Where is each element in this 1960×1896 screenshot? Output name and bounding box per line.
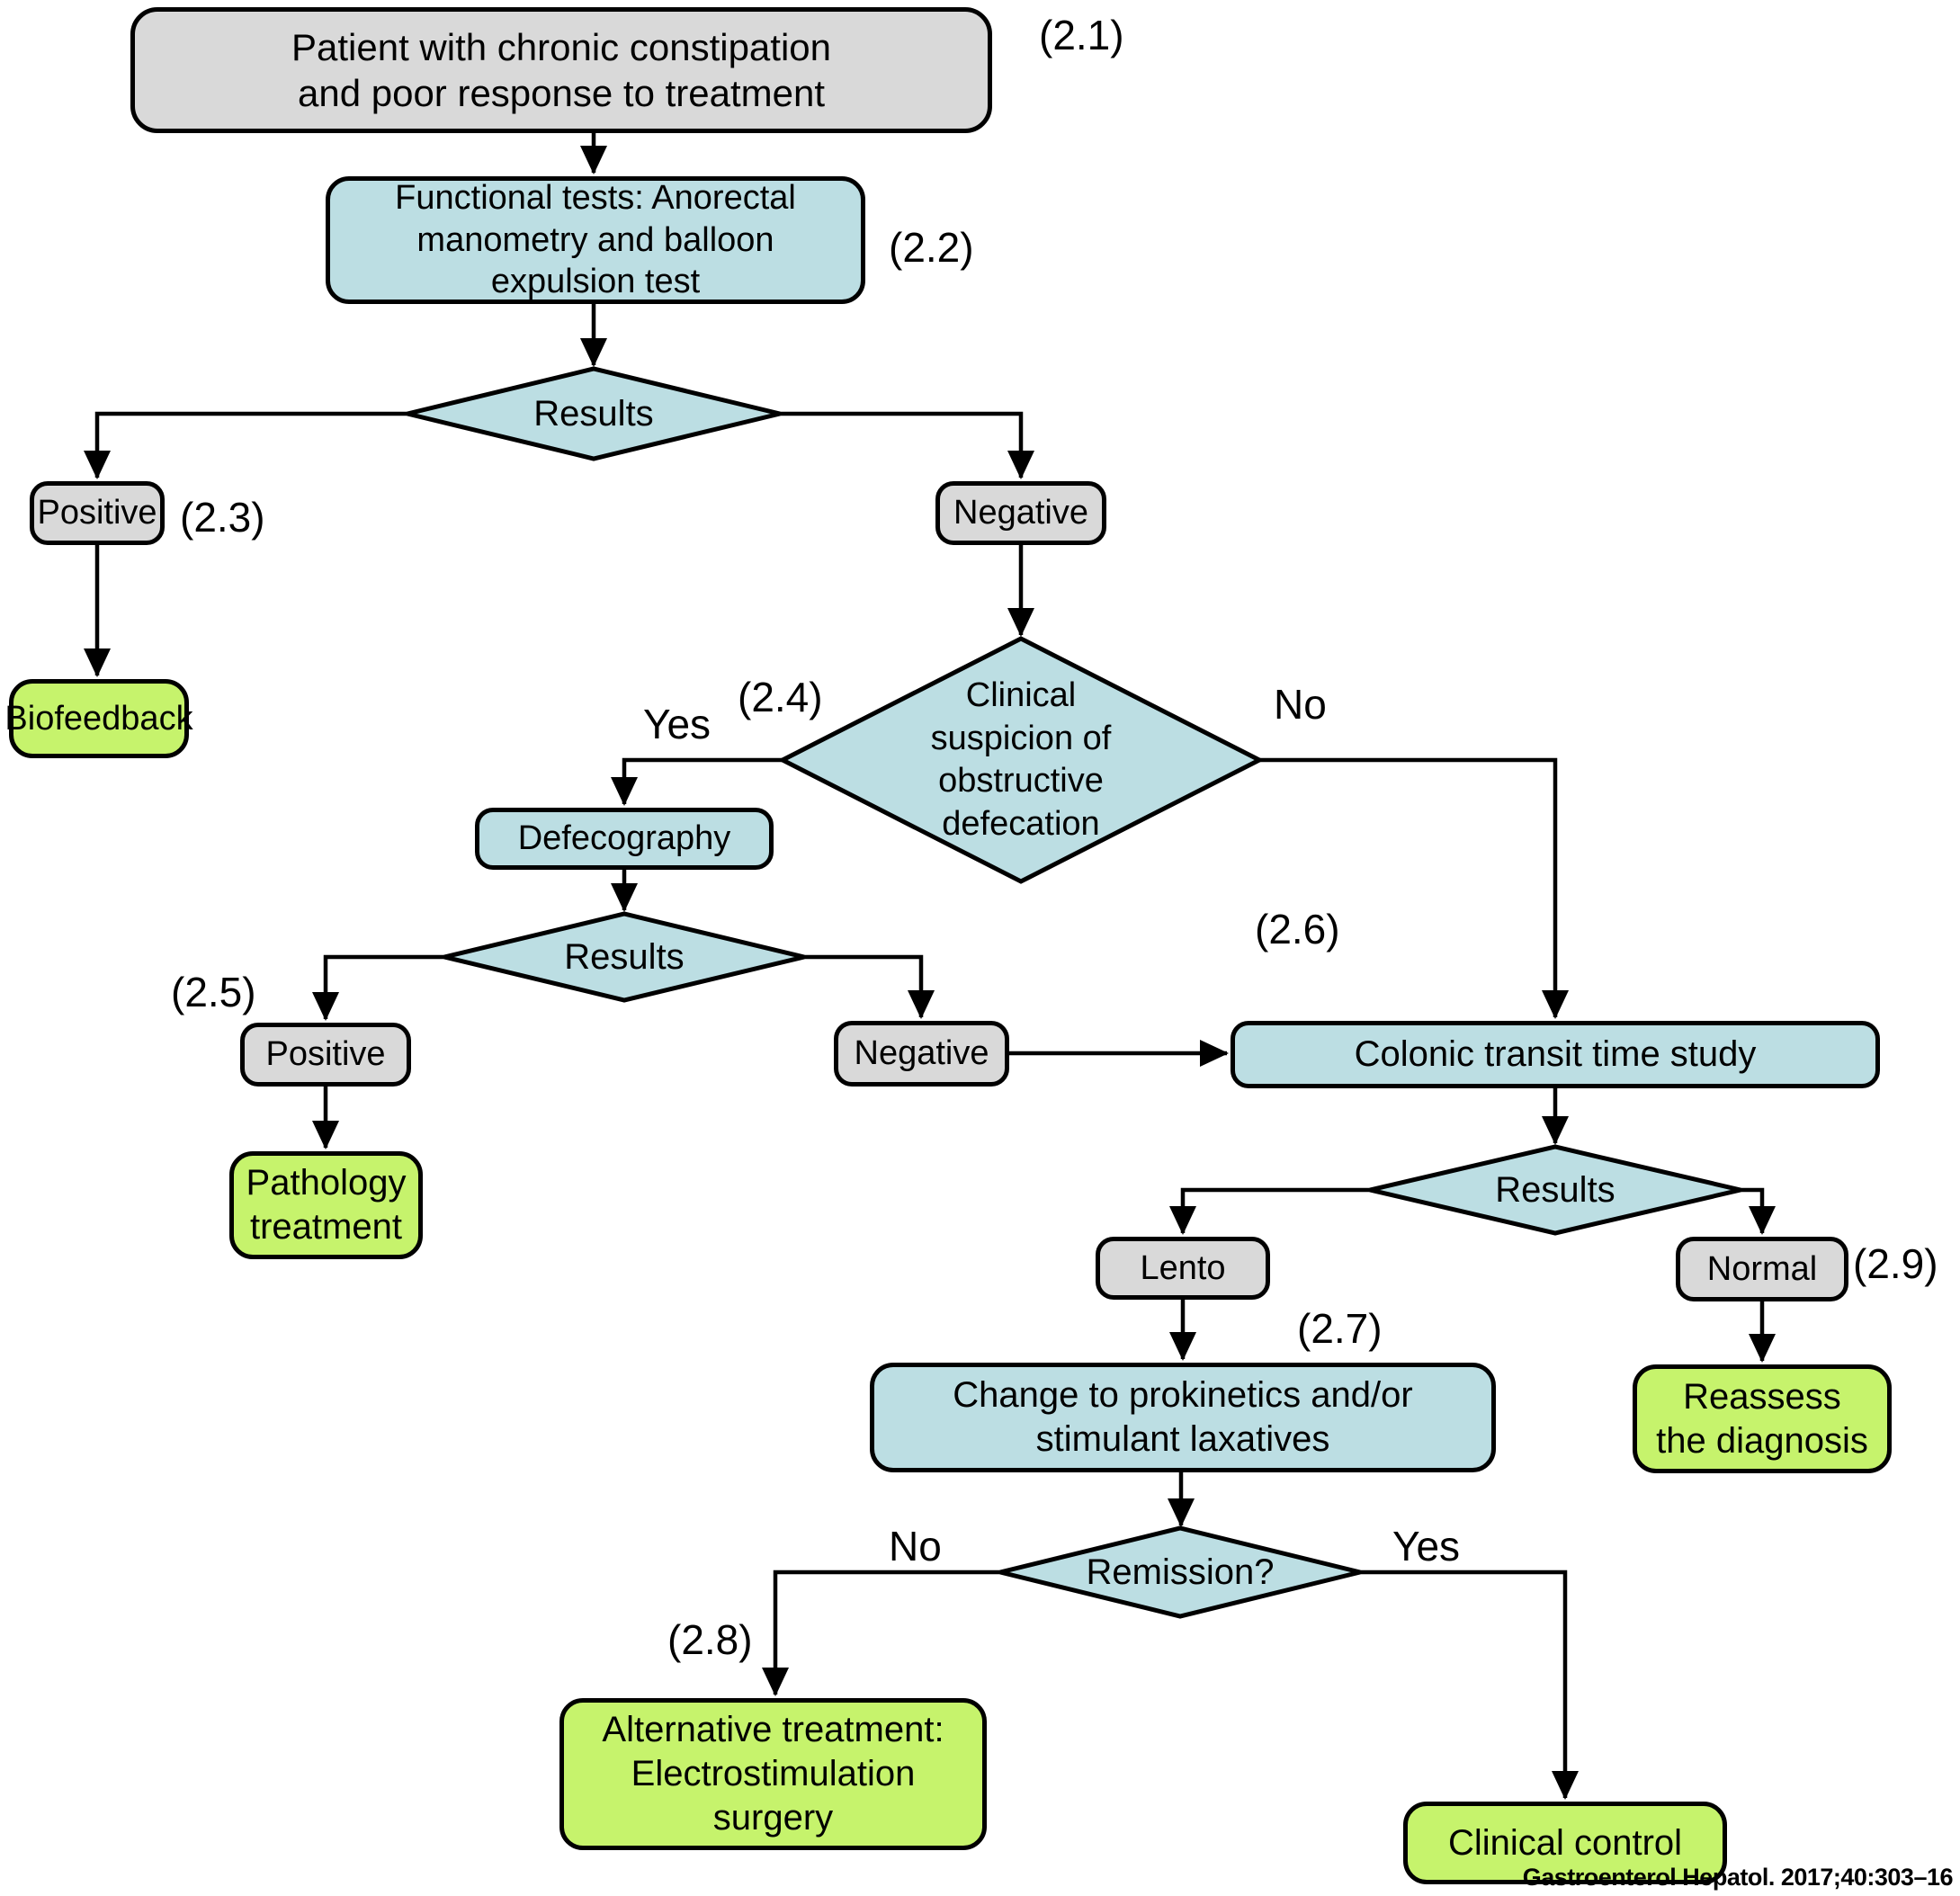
decision-results-2	[443, 911, 805, 1003]
edge-remission-yes-clinical	[1360, 1570, 1579, 1800]
node-positive-2: Positive	[240, 1023, 411, 1087]
node-alternative-treatment: Alternative treatment: Electrostimulatio…	[559, 1698, 987, 1850]
node-patient: Patient with chronic constipation and po…	[130, 7, 992, 133]
node-prokinetics: Change to prokinetics and/or stimulant l…	[870, 1363, 1496, 1472]
ref-2-5: (2.5)	[171, 969, 256, 1015]
node-negative-1: Negative	[935, 481, 1106, 545]
edge-suspicion-no-colonic	[1259, 757, 1569, 1019]
decision-results-1-label: Results	[533, 394, 654, 434]
node-functional-tests: Functional tests: Anorectal manometry an…	[326, 176, 865, 304]
ref-2-9: (2.9)	[1853, 1240, 1938, 1287]
node-negative-2: Negative	[834, 1021, 1009, 1087]
node-pathology-treatment: Pathology treatment	[229, 1151, 423, 1259]
decision-remission	[999, 1525, 1361, 1619]
edge-results3-lento	[1169, 1187, 1370, 1235]
edge-results2-negative2	[804, 954, 935, 1019]
edge-remission-no-alternative	[762, 1570, 1000, 1696]
node-defecography: Defecography	[475, 808, 774, 870]
node-colonic-transit: Colonic transit time study	[1231, 1021, 1880, 1088]
node-positive-1: Positive	[30, 481, 165, 545]
ref-2-8: (2.8)	[667, 1616, 753, 1663]
edge-results1-positive	[84, 411, 407, 479]
node-normal: Normal	[1676, 1237, 1848, 1301]
node-reassess-diagnosis: Reassess the diagnosis	[1633, 1364, 1892, 1473]
decision-results-1	[407, 366, 781, 461]
edge-label-remission-no: No	[889, 1523, 942, 1570]
decision-results-3	[1369, 1144, 1741, 1236]
edge-results1-negative	[780, 411, 1034, 479]
ref-2-2: (2.2)	[889, 224, 974, 271]
edge-results2-positive2	[312, 954, 444, 1021]
ref-2-3: (2.3)	[180, 494, 265, 541]
ref-2-1: (2.1)	[1039, 12, 1124, 58]
node-clinical-control: Clinical control	[1403, 1802, 1727, 1884]
node-biofeedback: Biofeedback	[4, 679, 193, 758]
decision-results-3-label: Results	[1495, 1170, 1615, 1210]
edge-results3-normal	[1741, 1187, 1776, 1235]
edge-label-remission-yes: Yes	[1392, 1523, 1461, 1570]
decision-results-2-label: Results	[564, 937, 685, 977]
citation: Gastroenterol Hepatol. 2017;40:303–16	[1522, 1864, 1954, 1891]
edge-label-suspicion-no: No	[1274, 681, 1327, 728]
edge-suspicion-yes-defecography	[611, 757, 783, 806]
node-lento: Lento	[1096, 1237, 1270, 1300]
ref-2-4: (2.4)	[738, 674, 823, 720]
ref-2-6: (2.6)	[1255, 906, 1340, 952]
decision-remission-label: Remission?	[1086, 1552, 1275, 1592]
decision-clinical-suspicion-label: Clinical suspicion of obstructive defeca…	[930, 676, 1112, 843]
ref-2-7: (2.7)	[1297, 1305, 1383, 1352]
edge-label-suspicion-yes: Yes	[643, 701, 712, 747]
decision-clinical-suspicion	[777, 636, 1265, 884]
